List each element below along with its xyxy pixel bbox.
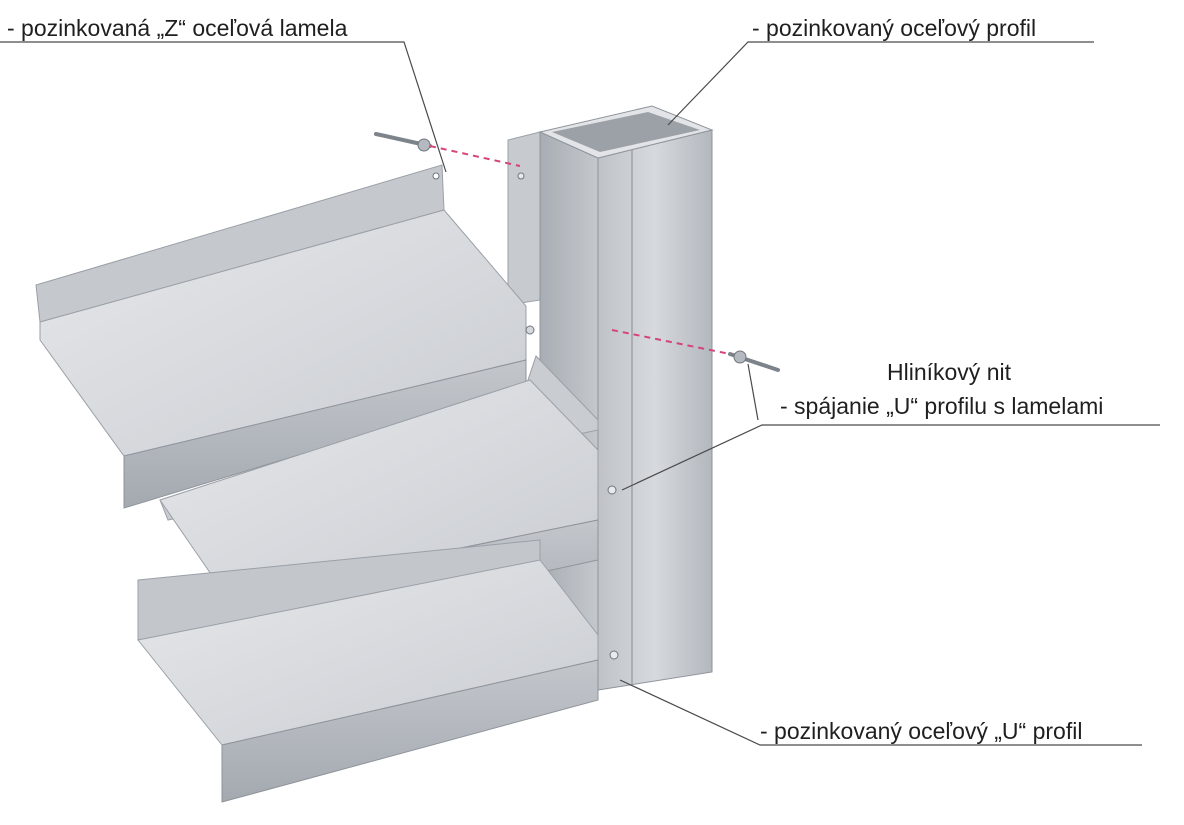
post-top-inner [552, 112, 700, 152]
lamella-front-lip [221, 659, 599, 803]
post-front-face [597, 129, 713, 691]
leader-steel-profile [667, 41, 1094, 126]
leader-rivet [621, 424, 1160, 491]
rivet-dot-post-3 [525, 325, 535, 335]
u-profile-label: - pozinkovaný oceľový „U“ profil [760, 718, 1083, 744]
rivet-top [374, 132, 521, 167]
rivet-title-label: Hliníkový nit [887, 359, 1011, 385]
lamella-top-surface [137, 559, 599, 746]
leader-lines [0, 41, 1160, 746]
post-back-flange [507, 131, 541, 306]
rivet-dot-flange [517, 172, 525, 180]
z-lamella-top [35, 164, 527, 509]
z-lamella-bottom [137, 539, 599, 803]
rivet-top-path [429, 145, 521, 167]
rivet-top-head [417, 138, 431, 152]
rivet-description-label: - spájanie „U“ profilu s lamelami [780, 393, 1104, 419]
rivet-dot-post-2 [609, 650, 619, 660]
z-lamella-label: - pozinkovaná „Z“ oceľová lamela [7, 15, 348, 41]
rivet-side-head [733, 350, 747, 364]
leader-u-profile [619, 679, 1142, 746]
steel-profile-label: - pozinkovaný oceľový profil [752, 15, 1037, 41]
rivet-side [611, 329, 780, 372]
rivet-dot-post-1 [607, 485, 617, 495]
leader-rivet-head [747, 363, 759, 421]
leader-z-lamela [0, 41, 447, 173]
rivet-dot-lamella [432, 172, 440, 180]
rivet-side-path [611, 329, 731, 355]
